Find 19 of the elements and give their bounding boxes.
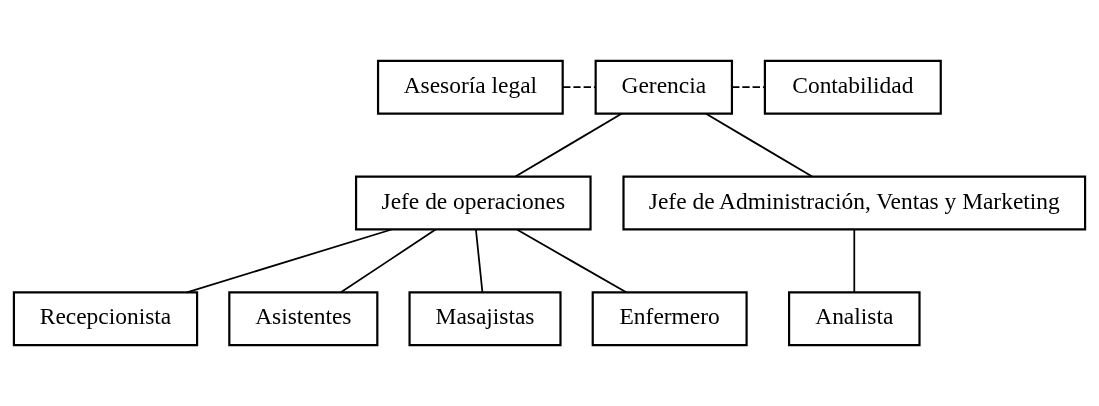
connector [514,112,623,178]
node-box: Jefe de Administración, Ventas y Marketing [622,175,1087,231]
node-box: Masajistas [408,291,562,347]
connector [853,228,856,294]
connector [705,112,813,178]
connector [340,228,437,294]
node-box: Recepcionista [12,291,199,347]
node-box: Gerencia [594,59,734,115]
connector [562,86,597,89]
connector [475,228,484,294]
node-box: Contabilidad [763,59,942,115]
node-box: Asistentes [228,291,379,347]
node-box: Jefe de operaciones [354,175,592,231]
node-box: Analista [788,291,921,347]
connector [731,86,766,89]
connector [186,228,393,294]
node-box: Enfermero [591,291,748,347]
connector [516,228,628,294]
node-box: Asesoría legal [376,59,564,115]
